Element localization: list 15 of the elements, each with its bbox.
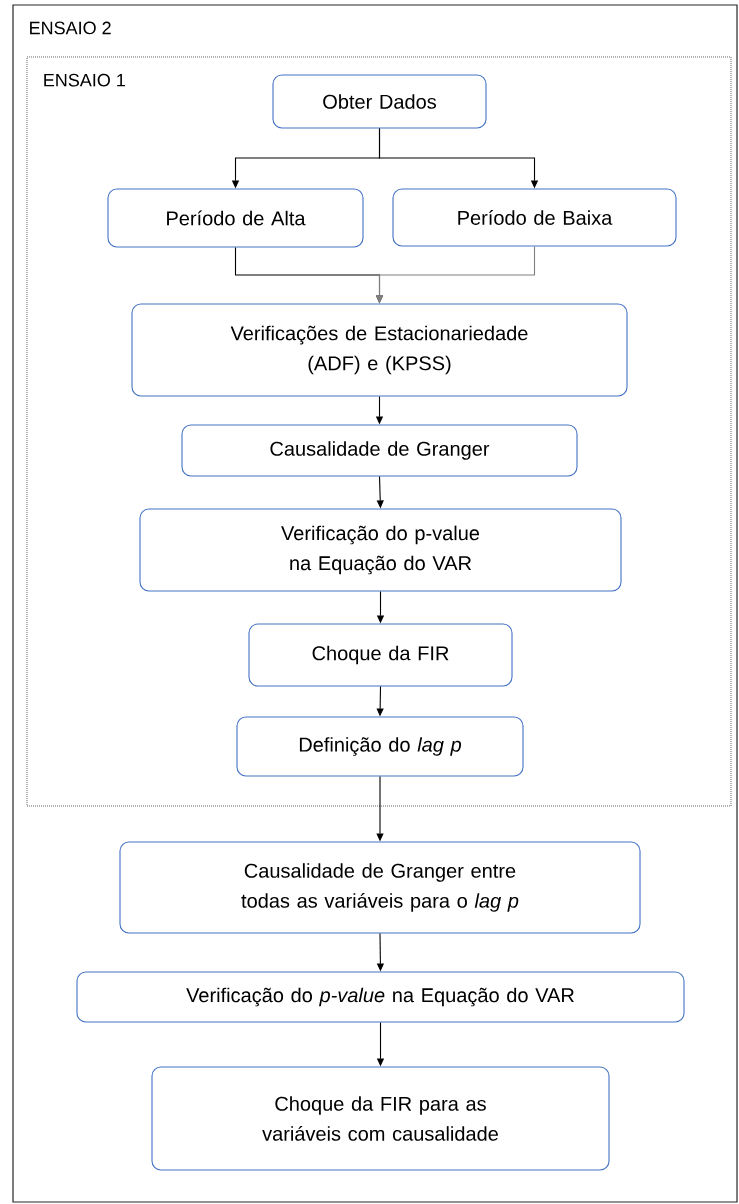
process-box: Choque da FIR (248, 623, 513, 687)
process-box: Causalidade de Granger entre todas as variáveis para o lag p (119, 841, 641, 934)
process-box: Período de Baixa (392, 188, 677, 247)
process-box: Verificação do p-value na Equação do VAR (76, 971, 685, 1023)
process-box: Verificação do p-value na Equação do VAR (139, 508, 622, 592)
group-heading: ENSAIO 2 (30, 21, 111, 35)
process-box: Choque da FIR para as variáveis com causalidade (151, 1066, 610, 1171)
process-box: Definição do lag p (236, 716, 524, 777)
group-heading: ENSAIO 1 (44, 73, 125, 87)
group-frame (12, 4, 738, 1203)
process-box: Causalidade de Granger (181, 424, 578, 477)
process-box: Obter Dados (272, 74, 487, 129)
group-frame (26, 56, 732, 807)
process-box: Período de Alta (107, 188, 364, 248)
process-box: Verificações de Estacionariedade (ADF) e (KPSS) (131, 303, 628, 397)
